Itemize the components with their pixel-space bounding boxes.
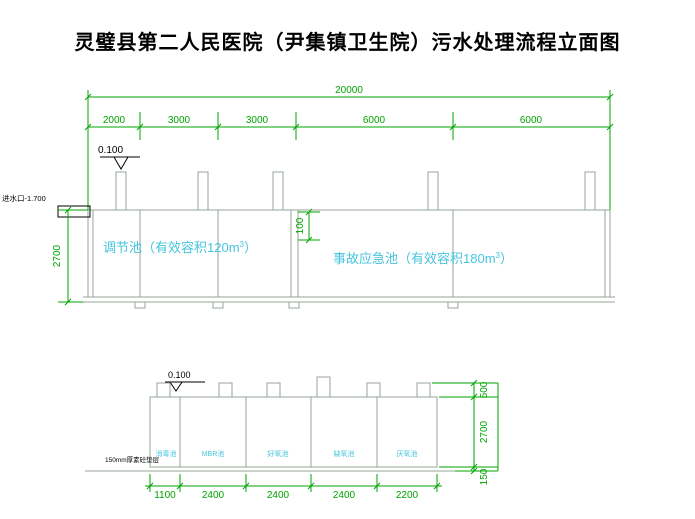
compartment-label: 缺氧池 (334, 449, 355, 458)
upper-elevation-drawing: 20000 2000 3000 3000 6000 6000 0.100 (2, 85, 615, 309)
tank2-label-sup: 3 (496, 251, 501, 260)
roof-vent (218, 382, 233, 398)
dim-label: 2000 (103, 115, 126, 126)
dim-label: 500 (479, 381, 490, 398)
upper-elevation-mark: 0.100 (98, 145, 140, 170)
dim-label-gap: 100 (295, 217, 306, 234)
compartment-label: 好氧池 (268, 449, 289, 458)
elevation-value: 0.100 (168, 370, 191, 380)
upper-tank-structure (57, 171, 615, 309)
tank1-label: 调节池（有效容积120m3） (103, 240, 257, 255)
tank1-label-close: ） (244, 240, 257, 255)
dim-line (84, 90, 614, 210)
dim-line (145, 474, 442, 492)
roof-vent (416, 382, 431, 398)
dim-label: 1100 (154, 490, 176, 501)
inlet-pipe (57, 205, 91, 218)
roof-vent (156, 382, 171, 398)
base-slab-note: 150mm厚素砼垫层 (105, 455, 160, 464)
roof-column (115, 171, 127, 211)
upper-total-dimension: 20000 (84, 85, 614, 210)
drawing-title: 灵璧县第二人民医院（尹集镇卫生院）污水处理流程立面图 (74, 32, 621, 54)
dim-line (58, 206, 88, 306)
footing (447, 301, 459, 309)
roof-column (584, 171, 596, 211)
dim-line (84, 112, 614, 140)
tank-body (149, 396, 438, 468)
compartment-walls (179, 397, 378, 467)
lower-right-dimensions: 500 2700 150 (432, 379, 499, 485)
footing (134, 301, 146, 309)
elevation-marker-icon (113, 156, 129, 170)
dim-label: 6000 (520, 115, 543, 126)
lower-elevation-drawing: 0.100 150mm厚素砼垫层 消毒池 MBR池 (85, 370, 499, 501)
roof-vent (316, 376, 331, 398)
tank2-label-text: 事故应急池（有效容积180m (333, 251, 496, 266)
roof-column (272, 171, 284, 211)
dim-label: 150 (479, 468, 490, 485)
elevation-value: 0.100 (98, 145, 123, 156)
lower-elevation-mark: 0.100 (165, 370, 205, 392)
tank2-label: 事故应急池（有效容积180m3） (333, 251, 513, 266)
compartment-label: 消毒池 (156, 449, 177, 458)
roof-vent (266, 382, 281, 398)
tank1-label-text: 调节池（有效容积120m (103, 240, 240, 255)
inlet-label: 进水口-1.700 (2, 193, 46, 203)
dim-label: 2400 (202, 490, 225, 501)
dim-label: 2200 (396, 490, 419, 501)
tank-outline (83, 209, 615, 303)
dim-line (432, 379, 499, 475)
tank1-label-sup: 3 (240, 240, 245, 249)
dim-label-depth: 2700 (52, 244, 63, 267)
roof-column (427, 171, 439, 211)
lower-bottom-dimensions: 1100 2400 2400 2400 2200 (145, 474, 442, 501)
elevation-marker-icon (169, 381, 183, 392)
dim-label: 2400 (267, 490, 290, 501)
dim-label: 3000 (246, 115, 269, 126)
dim-label: 2400 (333, 490, 356, 501)
tank2-label-close: ） (500, 251, 513, 266)
upper-gap-dimension: 100 (295, 208, 320, 244)
dim-label: 3000 (168, 115, 191, 126)
dim-label: 6000 (363, 115, 386, 126)
dim-line (298, 208, 320, 244)
compartment-labels: 消毒池 MBR池 好氧池 缺氧池 厌氧池 (156, 449, 418, 458)
compartment-label: 厌氧池 (397, 449, 418, 458)
footing (288, 301, 300, 309)
footing (212, 301, 224, 309)
lower-tank-structure (85, 376, 455, 472)
upper-segment-dimensions: 2000 3000 3000 6000 6000 (84, 112, 614, 140)
roof-vent (366, 382, 381, 398)
roof-column (197, 171, 209, 211)
dim-label: 2700 (479, 420, 490, 443)
compartment-label: MBR池 (202, 449, 225, 458)
upper-depth-dimension: 2700 (52, 206, 88, 306)
dim-label-total: 20000 (335, 85, 363, 96)
